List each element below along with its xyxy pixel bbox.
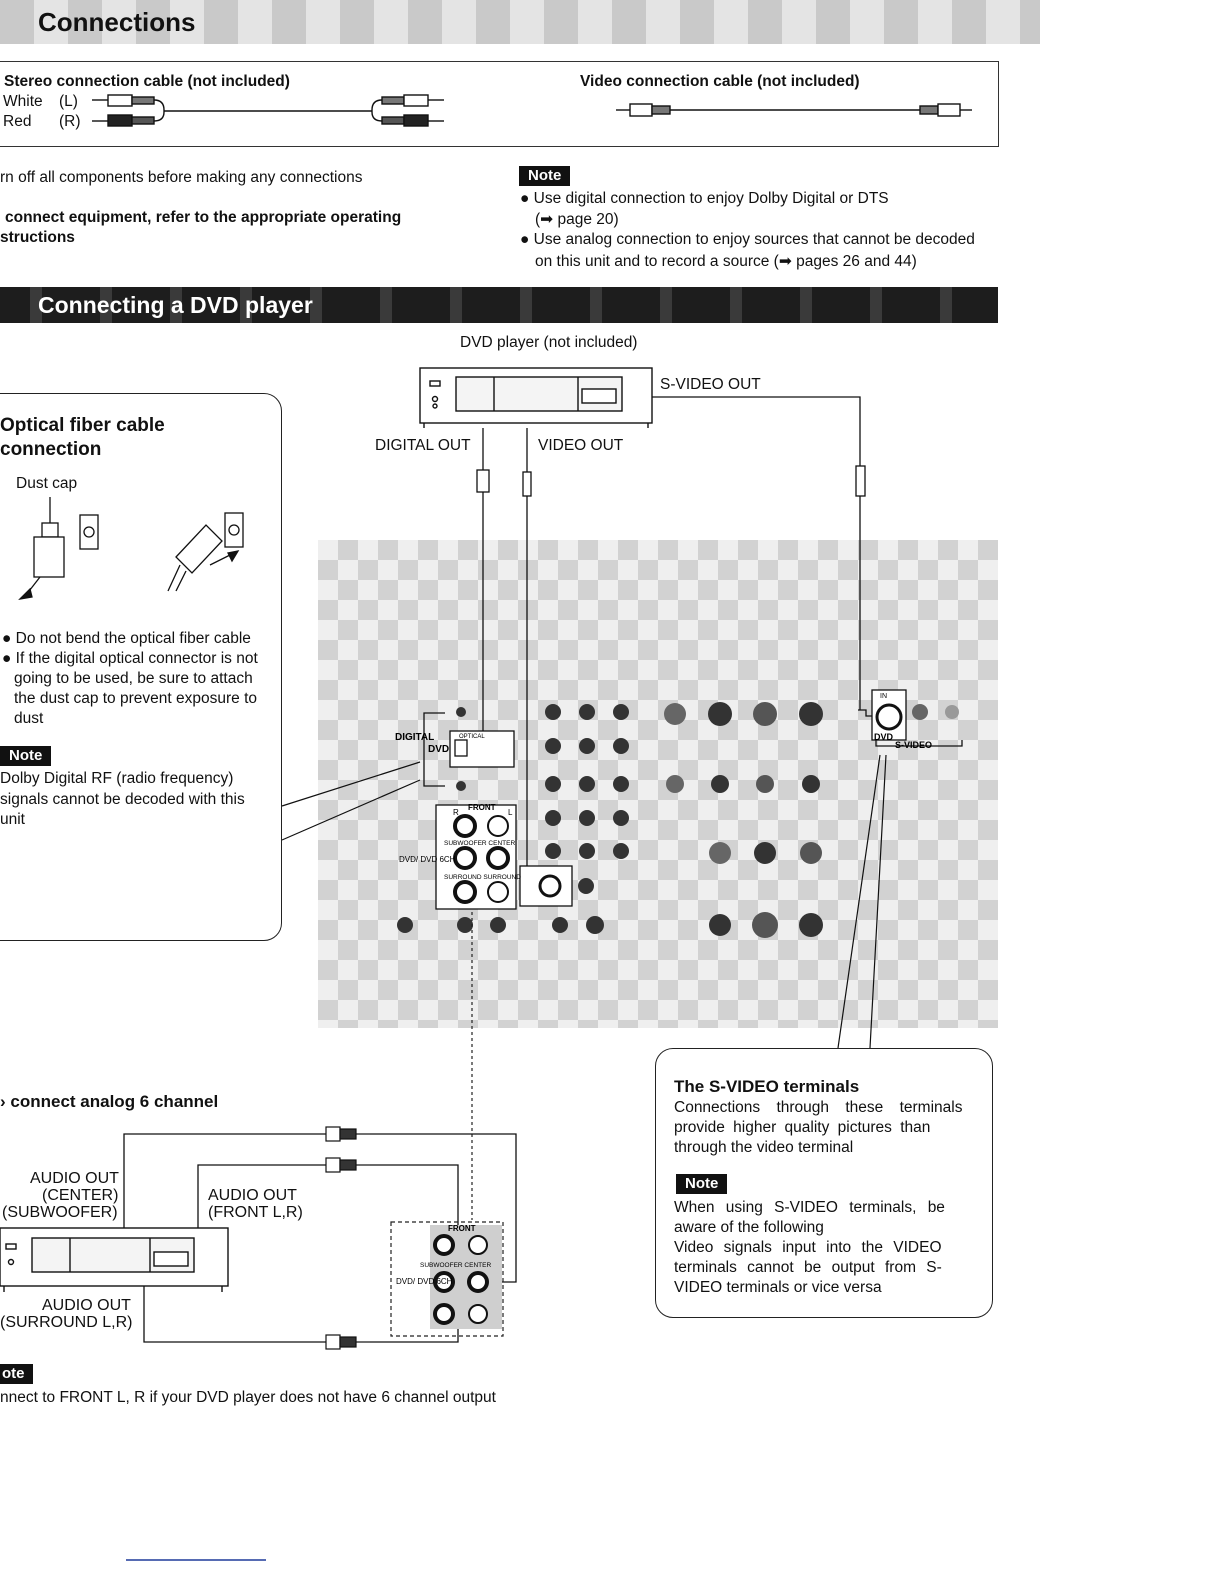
optical-note-line3: unit xyxy=(0,810,25,830)
dust-cap-illustration xyxy=(0,495,270,605)
optical-bullet2: ● If the digital optical connector is no… xyxy=(2,649,258,669)
optical-bullet2-line4: dust xyxy=(14,709,43,729)
optical-note-line2: signals cannot be decoded with this xyxy=(0,790,245,810)
optical-bullet2-line3: the dust cap to prevent exposure to xyxy=(14,689,257,709)
analog-section-title-text: connect analog 6 channel xyxy=(10,1092,218,1111)
svideo-note-line5: VIDEO terminals or vice versa xyxy=(674,1278,882,1298)
panel-dvd6ch-label: DVD/ DVD 6CH xyxy=(399,855,456,864)
front-out-line1: AUDIO OUT xyxy=(208,1187,297,1204)
optical-bullet2-line2: going to be used, be sure to attach xyxy=(14,669,253,689)
mini-front-label: FRONT xyxy=(448,1224,476,1233)
panel-svideo-label: S-VIDEO xyxy=(895,740,932,750)
panel-front-label: FRONT xyxy=(468,803,496,812)
surround-out-line2: (SURROUND L,R) xyxy=(0,1314,132,1331)
panel-l-label: L xyxy=(508,808,513,817)
svideo-note-line3: Video signals input into the VIDEO xyxy=(674,1238,942,1258)
svideo-note-badge: Note xyxy=(676,1174,727,1194)
panel-digital-label: DIGITAL xyxy=(395,732,434,743)
optical-box-title-line2: connection xyxy=(0,438,101,462)
svideo-note-line2: aware of the following xyxy=(674,1218,824,1238)
svideo-out-label: S-VIDEO OUT xyxy=(660,375,761,395)
optical-bullet2-text: If the digital optical connector is not xyxy=(16,650,258,667)
digital-out-label: DIGITAL OUT xyxy=(375,436,471,456)
center-out-line2: (CENTER) xyxy=(42,1187,118,1204)
center-out-line1: AUDIO OUT xyxy=(30,1170,119,1187)
mini-dvd-label: DVD/ DVD 6CH xyxy=(396,1277,453,1286)
optical-box-title-line1: Optical fiber cable xyxy=(0,414,165,438)
center-out-line3: (SUBWOOFER) xyxy=(2,1204,118,1221)
dust-cap-label: Dust cap xyxy=(16,474,77,494)
panel-svideo-dvd: DVD xyxy=(874,732,894,742)
svideo-note-line4: terminals cannot be output from S- xyxy=(674,1258,942,1278)
svideo-box-title: The S-VIDEO terminals xyxy=(674,1077,859,1097)
svideo-note-line1: When using S-VIDEO terminals, be xyxy=(674,1198,945,1218)
panel-surround-label: SURROUND SURROUND xyxy=(444,874,521,881)
video-out-label: VIDEO OUT xyxy=(538,436,623,456)
bottom-note-text: nnect to FRONT L, R if your DVD player d… xyxy=(0,1388,496,1408)
svideo-box-line2: provide higher quality pictures than xyxy=(674,1118,930,1138)
svideo-box-line3: through the video terminal xyxy=(674,1138,853,1158)
bottom-note-badge: ote xyxy=(0,1364,33,1384)
analog-dvd-player-icon xyxy=(0,1228,228,1292)
optical-note-badge: Note xyxy=(0,746,51,766)
optical-bullet1: ● Do not bend the optical fiber cable xyxy=(2,629,251,649)
analog-plugs xyxy=(326,1127,370,1349)
dvd-player-icon xyxy=(420,368,652,428)
optical-bullet1-text: Do not bend the optical fiber cable xyxy=(16,630,251,647)
panel-dvd-label: DVD xyxy=(428,744,449,755)
mini-sub-label: SUBWOOFER CENTER xyxy=(420,1262,491,1269)
analog-section-title: › connect analog 6 channel xyxy=(0,1092,218,1112)
svideo-box-line1: Connections through these terminals xyxy=(674,1098,962,1118)
optical-note-line1: Dolby Digital RF (radio frequency) xyxy=(0,769,233,789)
dvd-player-label: DVD player (not included) xyxy=(460,333,637,353)
surround-out-line1: AUDIO OUT xyxy=(42,1297,131,1314)
panel-sub-center-label: SUBWOOFER CENTER xyxy=(444,840,515,847)
front-out-line2: (FRONT L,R) xyxy=(208,1204,303,1221)
panel-r-label: R xyxy=(453,808,459,817)
panel-optical-label: OPTICAL xyxy=(459,734,485,740)
panel-in-label: IN xyxy=(880,693,887,700)
